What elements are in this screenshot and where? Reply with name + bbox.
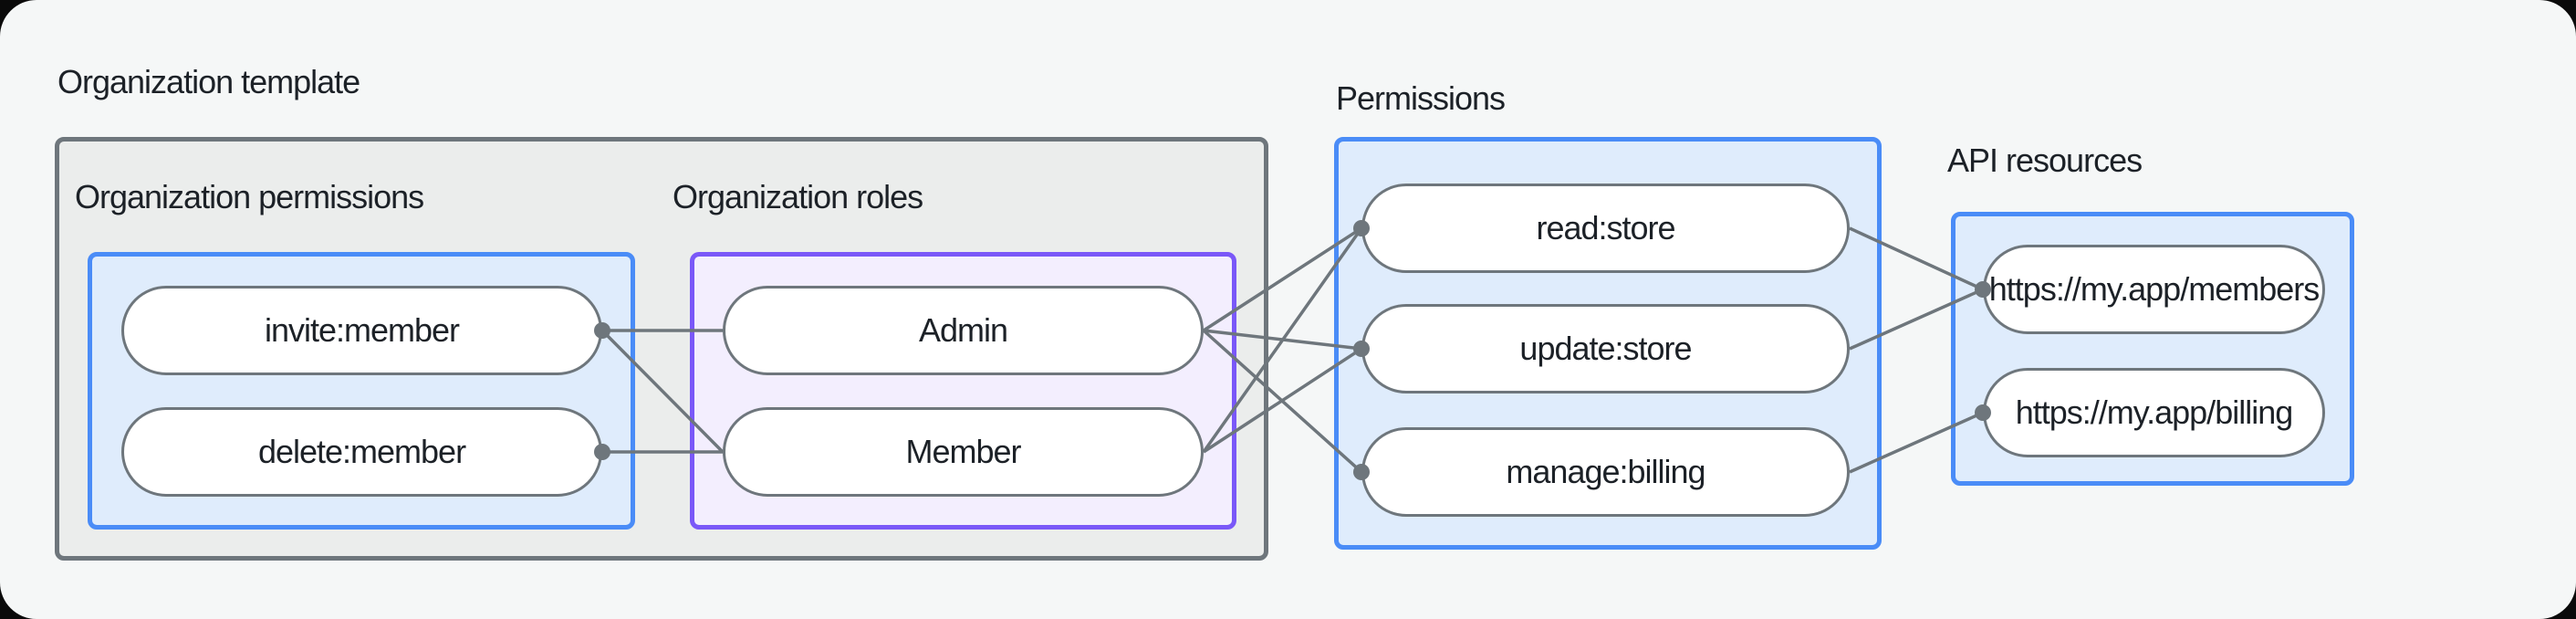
node-admin: Admin: [723, 286, 1204, 375]
organization-roles-label: Organization roles: [673, 178, 923, 215]
permissions-label: Permissions: [1336, 79, 1506, 117]
node-delete-member: delete:member: [121, 407, 602, 497]
node-update-store: update:store: [1361, 304, 1850, 393]
api-resources-label: API resources: [1947, 142, 2143, 179]
node-manage-billing: manage:billing: [1361, 427, 1850, 517]
node-api-members: https://my.app/members: [1983, 245, 2325, 334]
node-member: Member: [723, 407, 1204, 497]
node-api-billing: https://my.app/billing: [1983, 368, 2325, 457]
organization-template-title: Organization template: [57, 63, 360, 100]
node-invite-member: invite:member: [121, 286, 602, 375]
organization-permissions-label: Organization permissions: [75, 178, 424, 215]
node-read-store: read:store: [1361, 184, 1850, 273]
